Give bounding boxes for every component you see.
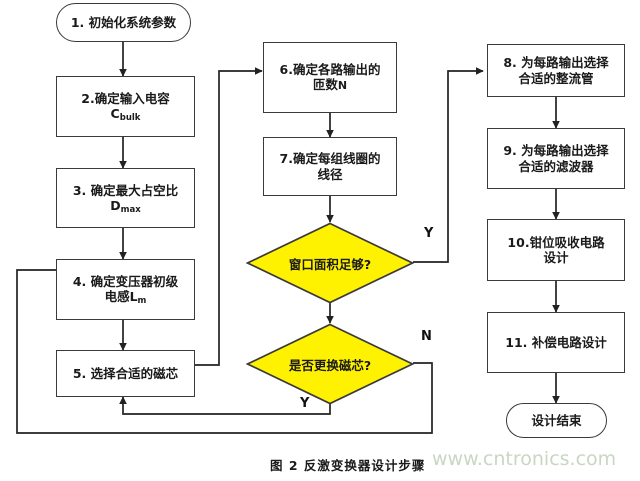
- node-step2-text: 2.确定输入电容 Cbulk: [81, 91, 170, 124]
- site-watermark: www.cntronics.com: [432, 448, 617, 470]
- node-step2-line1: 2.确定输入电容: [81, 91, 170, 107]
- figure-caption: 图 2 反激变换器设计步骤: [270, 458, 426, 473]
- node-step5[interactable]: 5. 选择合适的磁芯: [56, 350, 195, 397]
- node-start[interactable]: 1. 初始化系统参数: [56, 3, 191, 42]
- node-step4-line2: 电感Lm: [73, 289, 178, 307]
- edge-label-decision1-yes: Y: [424, 226, 434, 241]
- node-step6-line1: 6.确定各路输出的: [279, 62, 381, 78]
- decision1-shape: [246, 222, 414, 304]
- edge-label-decision2-no: N: [421, 329, 432, 344]
- node-step9-line2: 合适的滤波器: [518, 158, 594, 174]
- node-step10-line1: 10.钳位吸收电路: [507, 234, 605, 250]
- node-step10-line2: 设计: [543, 250, 569, 265]
- node-step11-label: 11. 补偿电路设计: [505, 334, 607, 350]
- node-step8-line2: 合适的整流管: [518, 70, 594, 86]
- node-step6-line2: 匝数N: [280, 77, 381, 92]
- node-start-label: 1. 初始化系统参数: [70, 14, 177, 30]
- node-step6-text: 6.确定各路输出的 匝数N: [280, 62, 381, 93]
- node-step9[interactable]: 9. 为每路输出选择 合适的滤波器: [487, 128, 625, 189]
- node-step11[interactable]: 11. 补偿电路设计: [487, 312, 625, 373]
- node-step8[interactable]: 8. 为每路输出选择 合适的整流管: [487, 44, 625, 97]
- node-step9-text: 9. 为每路输出选择 合适的滤波器: [503, 143, 608, 174]
- node-step8-line1: 8. 为每路输出选择: [503, 55, 609, 71]
- node-step2-symbol: C: [110, 106, 120, 122]
- node-step6-turns-n: N: [337, 79, 348, 93]
- node-step7-line1: 7.确定每组线圈的: [279, 151, 381, 167]
- node-step3[interactable]: 3. 确定最大占空比 Dmax: [56, 168, 195, 228]
- node-step3-line1: 3. 确定最大占空比: [72, 182, 179, 198]
- node-step9-line1: 9. 为每路输出选择: [503, 143, 609, 159]
- node-step2-subscript: bulk: [119, 113, 141, 124]
- node-step5-label: 5. 选择合适的磁芯: [72, 365, 179, 381]
- node-step4-subscript: m: [137, 296, 147, 307]
- node-step4-text: 4. 确定变压器初级 电感Lm: [72, 274, 179, 307]
- node-step4-line1: 4. 确定变压器初级: [72, 274, 179, 290]
- node-step8-text: 8. 为每路输出选择 合适的整流管: [503, 55, 608, 86]
- node-step6[interactable]: 6.确定各路输出的 匝数N: [263, 42, 397, 113]
- node-step2[interactable]: 2.确定输入电容 Cbulk: [56, 76, 195, 137]
- node-step3-line2: Dmax: [73, 197, 178, 215]
- node-step7[interactable]: 7.确定每组线圈的 线径: [263, 137, 397, 196]
- edge-label-decision2-yes: Y: [300, 396, 310, 411]
- node-end[interactable]: 设计结束: [506, 403, 607, 438]
- node-step10[interactable]: 10.钳位吸收电路 设计: [487, 219, 625, 281]
- node-step6-symbol: 匝数: [312, 77, 338, 93]
- node-decision1[interactable]: 窗口面积足够?: [246, 222, 414, 304]
- node-step7-text: 7.确定每组线圈的 线径: [280, 151, 381, 182]
- node-step3-text: 3. 确定最大占空比 Dmax: [72, 182, 179, 215]
- node-step2-line2: Cbulk: [81, 106, 169, 124]
- node-step7-line2: 线径: [317, 166, 343, 182]
- node-step4-symbol: 电感L: [104, 289, 138, 305]
- edge-step5-to-step6: [195, 67, 263, 366]
- node-step3-subscript: max: [120, 204, 141, 215]
- node-step10-text: 10.钳位吸收电路 设计: [507, 235, 604, 266]
- node-decision2[interactable]: 是否更换磁芯?: [246, 323, 414, 405]
- node-step4[interactable]: 4. 确定变压器初级 电感Lm: [56, 259, 195, 320]
- node-step3-symbol: D: [110, 197, 121, 213]
- node-end-label: 设计结束: [531, 412, 582, 428]
- decision2-shape: [246, 323, 414, 405]
